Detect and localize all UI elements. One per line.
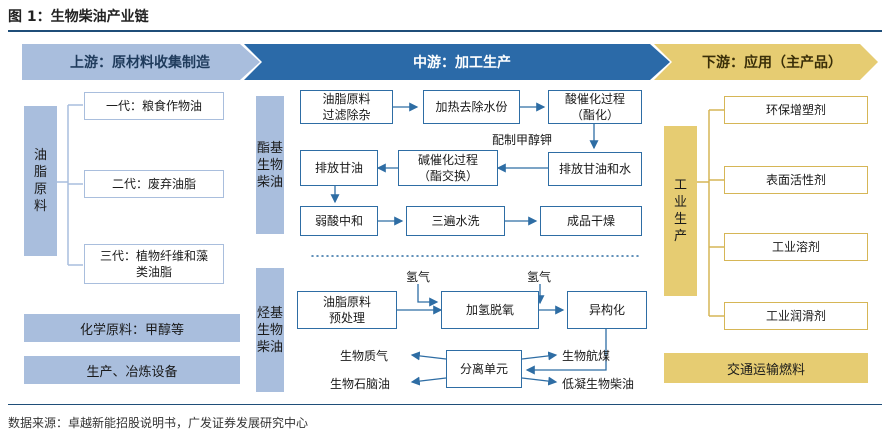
hydrogen-label-2: 氢气: [527, 270, 552, 284]
ester-step-acid-catalysis: 酸催化过程 （酯化）: [548, 90, 642, 124]
hydro-step-pretreat: 油脂原料 预处理: [297, 291, 397, 329]
upstream-chevron: [22, 44, 260, 80]
gen1-feedstock-box: 一代：粮食作物油: [84, 92, 224, 120]
source-rule: [8, 404, 882, 405]
ester-step-filter: 油脂原料 过滤除杂: [300, 90, 393, 124]
output-biogas: 生物质气: [340, 349, 389, 363]
midstream-header: 中游：加工生产: [413, 55, 511, 71]
ester-biodiesel-label: 酯基生物柴油: [256, 96, 284, 234]
industrial-production-label: 工业生产: [664, 126, 697, 296]
upstream-header: 上游：原材料收集制造: [70, 55, 210, 71]
output-bio-naphtha: 生物石脑油: [330, 377, 391, 391]
chemical-feedstock-bar: 化学原料：甲醇等: [24, 314, 240, 342]
equipment-bar: 生产、冶炼设备: [24, 356, 240, 384]
product-industrial-lubricant: 工业润滑剂: [724, 302, 868, 330]
data-source: 数据来源：卓越新能招股说明书，广发证券发展研究中心: [8, 416, 309, 430]
ester-step-dry: 成品干燥: [540, 206, 642, 236]
product-surfactant: 表面活性剂: [724, 166, 868, 194]
gen2-feedstock-box: 二代：废弃油脂: [84, 170, 224, 198]
ester-step-discharge-glycerol-water: 排放甘油和水: [548, 152, 642, 186]
figure-title: 图 1：生物柴油产业链: [8, 9, 149, 25]
hydrogen-label-1: 氢气: [406, 270, 431, 284]
product-plasticizer: 环保增塑剂: [724, 96, 868, 124]
hydro-biodiesel-label: 烃基生物柴油: [256, 268, 284, 392]
ester-step-discharge-glycerol: 排放甘油: [300, 150, 378, 186]
hydro-separation-unit: 分离单元: [446, 350, 522, 388]
methanol-koh-note: 配制甲醇钾: [492, 133, 553, 147]
downstream-header: 下游：应用（主产品）: [702, 55, 842, 71]
ester-step-neutralize: 弱酸中和: [300, 206, 378, 236]
hydro-step-isomerization: 异构化: [567, 291, 647, 329]
ester-step-wash: 三遍水洗: [406, 206, 505, 236]
output-low-pour-biodiesel: 低凝生物柴油: [562, 377, 635, 391]
ester-step-base-catalysis: 碱催化过程 （酯交换）: [398, 150, 498, 186]
gen3-feedstock-box: 三代：植物纤维和藻 类油脂: [84, 244, 224, 284]
ester-step-dehydrate: 加热去除水份: [423, 90, 520, 124]
product-industrial-solvent: 工业溶剂: [724, 233, 868, 261]
midstream-chevron: [244, 44, 670, 80]
hydro-step-hydrodeoxygenation: 加氢脱氧: [441, 291, 539, 329]
oil-feedstock-label: 油脂原料: [24, 106, 57, 256]
output-bio-jet-fuel: 生物航煤: [562, 349, 611, 363]
title-rule: [8, 30, 882, 32]
transport-fuel-bar: 交通运输燃料: [664, 353, 868, 383]
downstream-chevron: [654, 44, 878, 80]
